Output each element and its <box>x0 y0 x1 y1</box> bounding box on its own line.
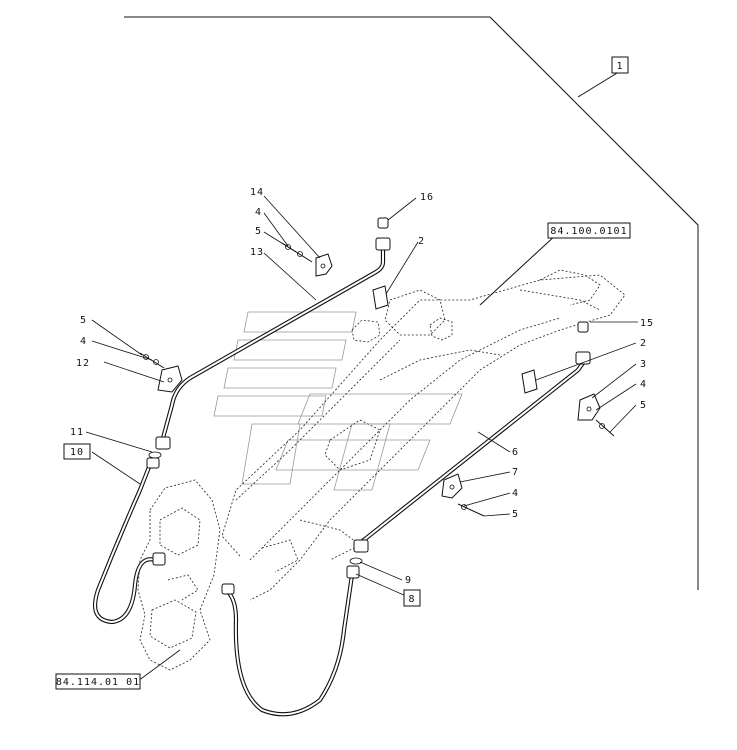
callout-14: 14 <box>250 187 264 198</box>
base-casting <box>137 479 221 671</box>
callout-7: 7 <box>512 467 519 478</box>
callout-5: 5 <box>80 315 87 326</box>
callout-5: 5 <box>255 226 262 237</box>
callout-2: 2 <box>418 236 425 247</box>
flexible-hose-10 <box>93 457 166 625</box>
clamp-7 <box>441 473 485 517</box>
clamp-14 <box>281 242 333 277</box>
callout-15: 15 <box>640 318 654 329</box>
svg-text:8: 8 <box>408 594 415 605</box>
part-callouts: 16 14 4 5 13 2 5 4 12 11 15 2 3 4 5 6 7 … <box>70 187 654 586</box>
reference-label-lower: 84.114.01 01 <box>55 673 141 690</box>
leader-lines <box>85 69 638 682</box>
spacer-plate-lower <box>521 369 538 394</box>
clamp-12 <box>139 352 183 393</box>
callout-9: 9 <box>405 575 412 586</box>
callout-12: 12 <box>76 358 90 369</box>
reference-box-1: 1 <box>611 56 629 74</box>
callout-2: 2 <box>640 338 647 349</box>
group-boundary-line <box>124 16 699 590</box>
flexible-hose-8 <box>221 565 360 717</box>
boom-arm-assembly <box>221 269 626 601</box>
reference-box-8: 8 <box>403 589 421 607</box>
callout-5: 5 <box>512 509 519 520</box>
clamp-3 <box>577 393 615 437</box>
watermark-logo <box>213 311 463 491</box>
spacer-plate-upper <box>372 285 389 310</box>
callout-4: 4 <box>80 336 87 347</box>
callout-4: 4 <box>640 379 647 390</box>
callout-3: 3 <box>640 359 647 370</box>
upper-rigid-pipe <box>160 245 386 441</box>
svg-text:10: 10 <box>70 447 84 458</box>
reference-box-10: 10 <box>63 443 91 460</box>
reference-label-upper: 84.100.0101 <box>547 222 631 239</box>
callout-13: 13 <box>250 247 264 258</box>
upper-pipe-lower-nut <box>148 436 171 459</box>
callout-4: 4 <box>512 488 519 499</box>
callout-16: 16 <box>420 192 434 203</box>
callout-11: 11 <box>70 427 84 438</box>
svg-text:84.114.01 01: 84.114.01 01 <box>56 677 140 688</box>
callout-6: 6 <box>512 447 519 458</box>
lower-rigid-pipe <box>349 321 591 565</box>
callout-4: 4 <box>255 207 262 218</box>
upper-pipe-fitting-16 <box>375 217 391 251</box>
svg-text:1: 1 <box>616 61 623 72</box>
svg-text:84.100.0101: 84.100.0101 <box>550 226 627 237</box>
callout-5: 5 <box>640 400 647 411</box>
